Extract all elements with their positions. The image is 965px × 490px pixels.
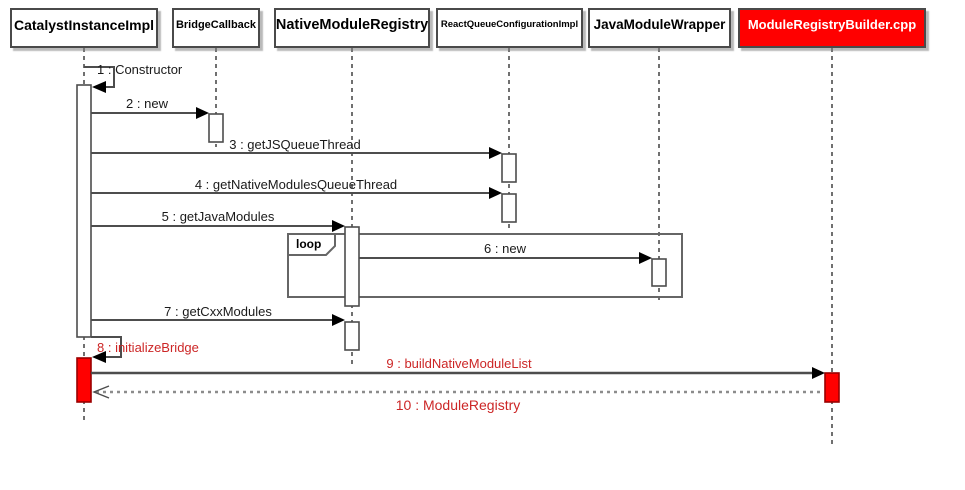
activations: [76, 84, 667, 351]
message-label-3-getjsqueuethread: 3 : getJSQueueThread: [229, 137, 361, 152]
arrowheads: [92, 81, 825, 379]
arrowhead-2: [196, 107, 209, 119]
message-lines: [84, 66, 813, 375]
message-label-1-constructor: 1 : Constructor: [97, 62, 183, 77]
loop-fragment: [287, 233, 683, 298]
participant-nativemoduleregistry[interactable]: NativeModuleRegistry: [274, 8, 430, 48]
loop-fragment-tab: [287, 233, 336, 256]
message-label-8-initializebridge: 8 : initializeBridge: [97, 340, 199, 355]
message-label-9-buildnativemodulelist: 9 : buildNativeModuleList: [386, 356, 532, 371]
participant-catalystinstanceimpl[interactable]: CatalystInstanceImpl: [10, 8, 158, 48]
message-label-4-getnativemodulesqueuethread: 4 : getNativeModulesQueueThread: [194, 177, 398, 192]
activation-reactqueue-1: [501, 153, 517, 183]
message-line-8-self: [91, 336, 122, 358]
arrowhead-5: [332, 220, 345, 232]
activation-bridgecallback: [208, 113, 224, 143]
arrowhead-4: [489, 187, 502, 199]
message-label-7-getcxxmodules: 7 : getCxxModules: [164, 304, 272, 319]
arrowhead-9: [812, 367, 825, 379]
arrowhead-8: [92, 351, 106, 363]
message-label-6-new: 6 : new: [484, 241, 526, 256]
arrowhead-7: [332, 314, 345, 326]
activation-moduleregistrybuilder-red: [824, 372, 840, 403]
participant-javamodulewrapper[interactable]: JavaModuleWrapper: [588, 8, 731, 48]
message-label-10-moduleregistry: 10 : ModuleRegistry: [395, 397, 521, 413]
message-label-2-new: 2 : new: [126, 96, 168, 111]
activation-nativemoduleregistry-2: [344, 321, 360, 351]
participant-bridgecallback[interactable]: BridgeCallback: [172, 8, 260, 48]
activation-catalyst-red: [76, 357, 92, 403]
loop-fragment-label: loop: [296, 237, 322, 251]
arrowhead-6: [639, 252, 652, 264]
activation-javamodulewrapper: [651, 258, 667, 287]
participant-reactqueueconfigurationimpl[interactable]: ReactQueueConfigurationImpl: [436, 8, 583, 48]
arrowhead-3: [489, 147, 502, 159]
arrowhead-10-open: [92, 385, 110, 399]
message-label-5-getjavamodules: 5 : getJavaModules: [161, 209, 275, 224]
activation-catalyst-main: [76, 84, 92, 338]
arrowhead-1: [92, 81, 106, 93]
activation-reactqueue-2: [501, 193, 517, 223]
activation-nativemoduleregistry-1: [344, 226, 360, 307]
message-line-1-self: [84, 66, 115, 88]
participant-moduleregistrybuilder[interactable]: ModuleRegistryBuilder.cpp: [738, 8, 926, 48]
